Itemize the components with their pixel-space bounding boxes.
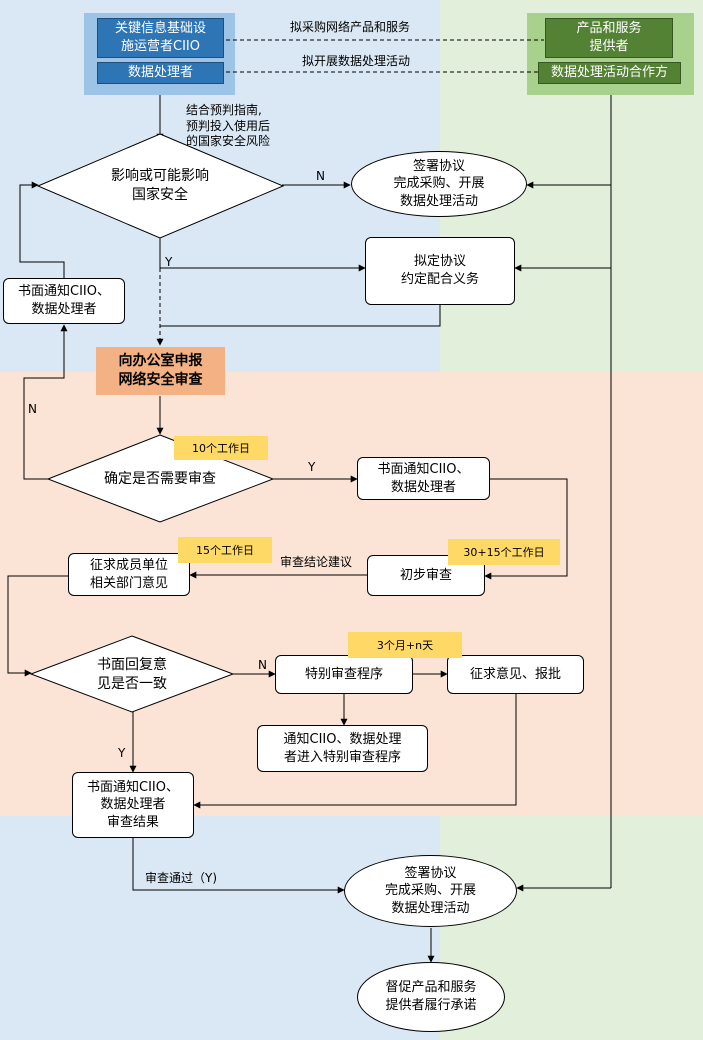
label-data-activity: 拟开展数据处理活动: [302, 54, 411, 68]
special-review-node: 特别审查程序: [275, 655, 413, 694]
notify-result-node: 书面通知CIIO、 数据处理者 审查结果: [72, 772, 194, 838]
solicit-approve-node: 征求意见、报批: [447, 655, 584, 694]
ciio-node: 关键信息基础设 施运营者CIIO: [97, 18, 224, 58]
time-tag-10-days: 10个工作日: [174, 436, 268, 460]
decision-need-diamond: [46, 434, 275, 523]
notify-ciio-right: 书面通知CIIO、 数据处理者: [357, 457, 490, 500]
notify-special-node: 通知CIIO、数据处理 者进入特别审查程序: [257, 725, 428, 772]
label-conclusion: 审查结论建议: [280, 555, 353, 569]
decision-consistent-label: 书面回复意 见是否一致: [97, 657, 167, 692]
draft-agreement-node: 拟定协议 约定配合义务: [365, 237, 515, 305]
label-y-consistent: Y: [118, 746, 126, 760]
urge-supplier-node: 督促产品和服务 提供者履行承诺: [357, 962, 505, 1032]
decision-impact-label: 影响或可能影响 国家安全: [111, 168, 209, 203]
decision-impact-diamond: [36, 133, 285, 239]
data-processor-node: 数据处理者: [97, 62, 224, 84]
label-n-consistent: N: [258, 658, 267, 672]
label-n-need: N: [28, 402, 37, 416]
label-review-passed: 审查通过（Y): [145, 871, 218, 885]
apply-review-node: 向办公室申报 网络安全审查: [96, 347, 225, 395]
label-y-impact: Y: [165, 255, 173, 269]
sign-agreement-bottom: 签署协议 完成采购、开展 数据处理活动: [344, 855, 517, 927]
solicit-units-node: 征求成员单位 相关部门意见: [68, 553, 190, 596]
label-predict: 结合预判指南, 预判投入使用后 的国家安全风险: [186, 103, 271, 149]
time-tag-15-days: 15个工作日: [178, 537, 272, 563]
time-tag-30-15-days: 30+15个工作日: [448, 539, 560, 565]
label-y-need: Y: [308, 460, 316, 474]
sign-agreement-top: 签署协议 完成采购、开展 数据处理活动: [351, 151, 527, 217]
notify-ciio-left: 书面通知CIIO、 数据处理者: [3, 278, 125, 324]
decision-need-label: 确定是否需要审查: [104, 470, 216, 487]
decision-consistent-diamond: [29, 635, 235, 713]
label-n-impact: N: [316, 169, 325, 183]
label-purchase: 拟采购网络产品和服务: [290, 20, 411, 34]
data-partner-node: 数据处理活动合作方: [538, 62, 681, 84]
supplier-node: 产品和服务 提供者: [545, 18, 673, 58]
time-tag-3-months: 3个月+n天: [348, 632, 462, 658]
